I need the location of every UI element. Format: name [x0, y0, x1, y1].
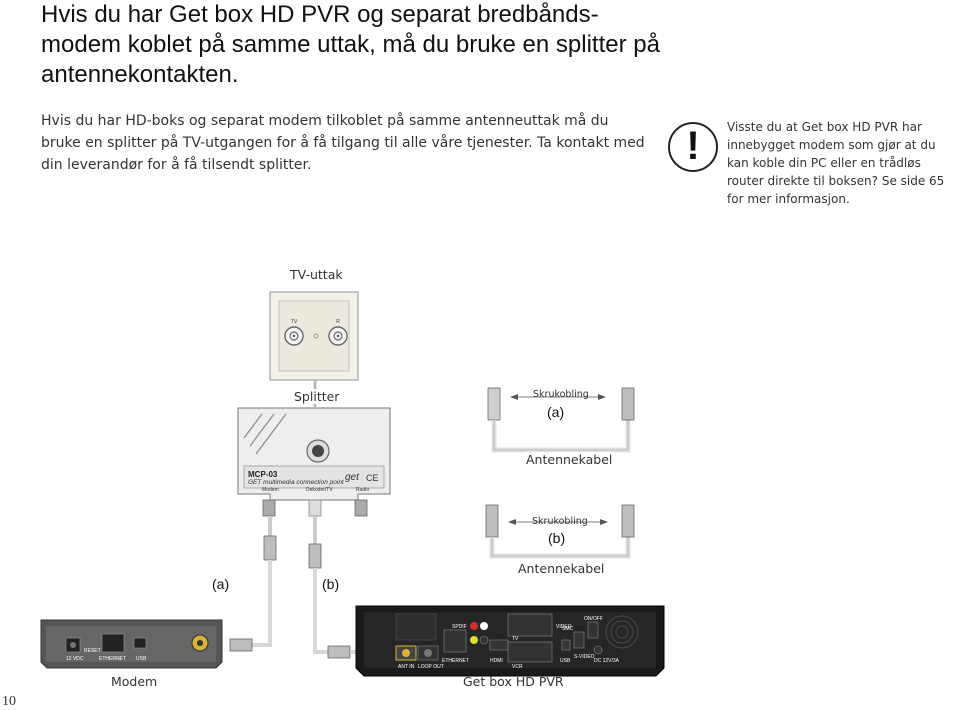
modem-device: 12 VDC RESET ETHERNET USB	[40, 619, 223, 669]
antenna-cable-b	[485, 504, 635, 559]
modem-port-power: 12 VDC	[66, 656, 84, 662]
splitter-port-tv-label: Dekoder/TV	[306, 487, 333, 493]
splitter-subtitle: GET multimedia connection point	[248, 479, 345, 486]
cable-b-label: (b)	[322, 576, 340, 592]
info-note: Visste du at Get box HD PVR har innebygg…	[727, 120, 945, 206]
svg-text:CE: CE	[366, 473, 379, 483]
box-port-smc: SMC	[562, 626, 574, 632]
cable-a-label: (a)	[212, 576, 230, 592]
box-port-ant-in: ANT IN	[398, 664, 415, 670]
screw-connection-a-id: (a)	[547, 404, 565, 420]
box-port-tv: TV	[512, 636, 519, 642]
wall-outlet: TV R	[269, 291, 359, 381]
tv-outlet-label: TV-uttak	[290, 267, 343, 282]
box-port-loop-out: LOOP OUT	[418, 664, 444, 670]
outlet-port-tv-label: TV	[291, 319, 298, 325]
box-port-hdmi: HDMI	[490, 658, 503, 664]
box-port-spdif: SPDIF	[452, 624, 467, 630]
screw-connection-b-label: Skrukobling	[532, 516, 588, 527]
box-port-vcr: VCR	[512, 664, 523, 670]
screw-connection-b-id: (b)	[548, 530, 566, 546]
box-port-video: VIDEO	[556, 624, 572, 630]
antenna-cable-a-label: Antennekabel	[524, 452, 615, 467]
modem-port-reset: RESET	[84, 648, 101, 654]
modem-port-ethernet: ETHERNET	[99, 656, 126, 662]
modem-label: Modem	[111, 674, 158, 689]
outlet-port-r-label: R	[336, 319, 340, 325]
page-number: 10	[2, 694, 16, 709]
box-port-usb: USB	[560, 658, 571, 664]
antenna-cable-b-label: Antennekabel	[518, 561, 605, 576]
page-heading: Hvis du har Get box HD PVR og separat br…	[41, 1, 660, 88]
cable-a	[229, 516, 277, 652]
splitter-device: MCP-03 GET multimedia connection point g…	[237, 407, 391, 517]
body-paragraph: Hvis du har HD-boks og separat modem til…	[41, 113, 645, 173]
splitter-port-radio-label: Radio	[356, 487, 369, 493]
box-port-dc: DC 12V/3A	[594, 658, 620, 664]
box-port-onoff: ON/OFF	[584, 616, 603, 622]
get-box-device: ANT IN LOOP OUT ETHERNET HDMI TV VCR USB…	[355, 605, 665, 677]
splitter-brand: get	[345, 472, 360, 483]
splitter-model: MCP-03	[248, 470, 278, 479]
box-port-ethernet: ETHERNET	[442, 658, 469, 664]
modem-port-usb: USB	[136, 656, 147, 662]
screw-connection-a-label: Skrukobling	[533, 389, 589, 400]
box-port-svideo: S-VIDEO	[574, 654, 595, 660]
splitter-label: Splitter	[293, 389, 341, 404]
splitter-port-modem-label: Modem	[262, 487, 279, 493]
get-box-label: Get box HD PVR	[463, 674, 564, 689]
antenna-cable-a	[487, 387, 635, 453]
exclamation-circle-icon: !	[668, 122, 718, 172]
